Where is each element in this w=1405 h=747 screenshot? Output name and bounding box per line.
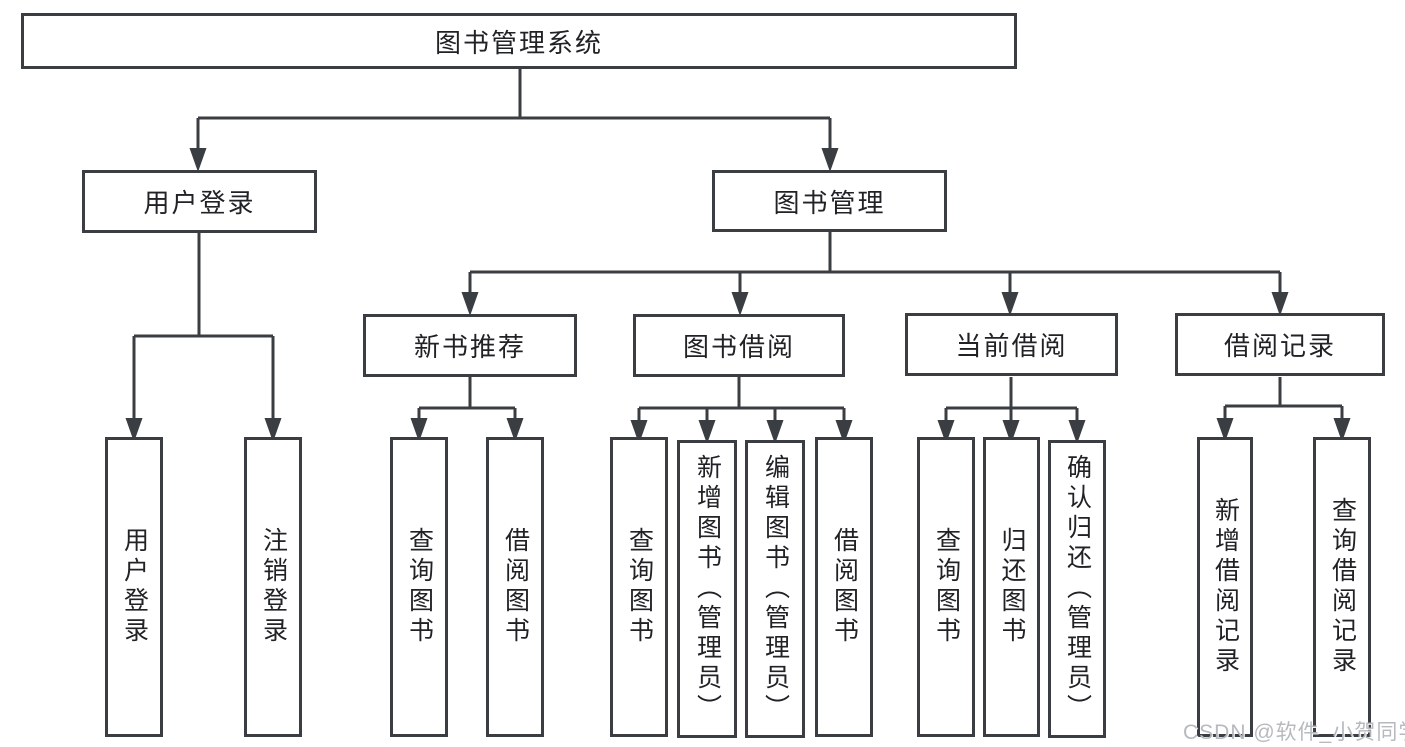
leaf-logout: 注销登录 bbox=[244, 437, 302, 737]
leaf-add-borrow-record: 新增借阅记录 bbox=[1197, 437, 1253, 737]
leaf-query-book-current: 查询图书 bbox=[917, 437, 975, 737]
arrowheads bbox=[125, 148, 1351, 444]
node-user-login: 用户登录 bbox=[82, 170, 317, 233]
leaf-query-book-recommend: 查询图书 bbox=[390, 437, 448, 737]
leaf-borrow-book: 借阅图书 bbox=[815, 437, 873, 737]
leaf-confirm-return-admin: 确认归还（管理员） bbox=[1048, 440, 1106, 738]
leaf-user-login: 用户登录 bbox=[105, 437, 163, 737]
node-book-borrow: 图书借阅 bbox=[633, 314, 845, 377]
leaf-return-book: 归还图书 bbox=[983, 437, 1040, 737]
node-root: 图书管理系统 bbox=[21, 13, 1017, 69]
csdn-watermark: CSDN @软件_小贺同学 bbox=[1183, 721, 1405, 744]
leaf-query-book-borrow: 查询图书 bbox=[610, 437, 668, 737]
leaf-borrow-book-recommend: 借阅图书 bbox=[486, 437, 544, 737]
node-book-management: 图书管理 bbox=[712, 170, 947, 232]
node-current-borrow: 当前借阅 bbox=[905, 313, 1118, 376]
leaf-edit-book-admin: 编辑图书（管理员） bbox=[745, 440, 805, 738]
node-new-book-recommend: 新书推荐 bbox=[363, 314, 577, 377]
node-borrow-record: 借阅记录 bbox=[1175, 313, 1385, 376]
leaf-query-borrow-record: 查询借阅记录 bbox=[1313, 437, 1371, 737]
leaf-add-book-admin: 新增图书（管理员） bbox=[677, 440, 737, 738]
